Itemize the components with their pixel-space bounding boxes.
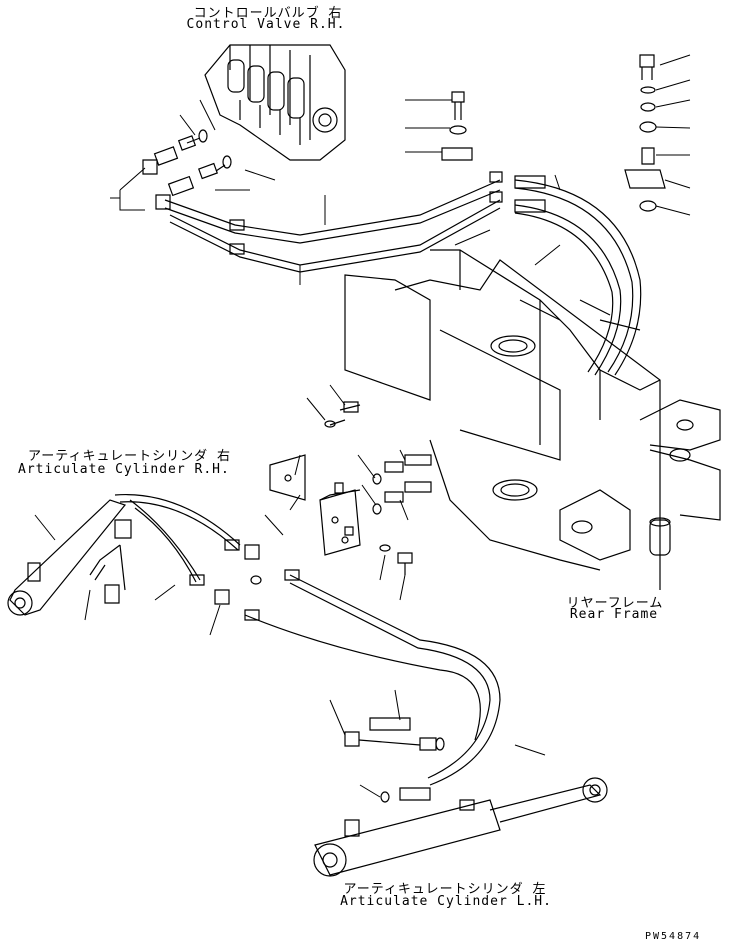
articulate-cylinder-rh — [8, 500, 131, 615]
cylinder-lh-label-jp: アーティキュレートシリンダ 左 — [343, 882, 547, 897]
hose-lh — [245, 570, 500, 785]
centre-fittings — [373, 455, 431, 575]
bolt-stack-right — [625, 55, 665, 211]
cylinder-rh-label-jp: アーティキュレートシリンダ 右 — [28, 449, 232, 464]
control-valve-label-jp: コントロールバルブ 右 — [193, 6, 343, 21]
articulate-cylinder-lh — [314, 778, 607, 876]
rear-frame-label-en: Rear Frame — [569, 607, 659, 622]
cylinder-lh-label-en: Articulate Cylinder L.H. — [340, 894, 552, 909]
lower-fittings — [345, 718, 444, 802]
leader-lines — [35, 55, 690, 797]
valve-fittings — [143, 130, 231, 209]
drawing-code: PW54874 — [645, 931, 702, 942]
control-valve-label-en: Control Valve R.H. — [186, 17, 346, 32]
control-valve — [205, 45, 345, 160]
hoses-right — [515, 176, 641, 375]
clamp-bolt-stack — [442, 92, 472, 160]
manifold-block — [270, 402, 360, 555]
rear-frame — [345, 250, 720, 590]
cylinder-rh-label-en: Articulate Cylinder R.H. — [18, 462, 230, 477]
rear-frame-label-jp: リヤーフレーム — [566, 596, 664, 611]
hoses-rh-cylinder — [115, 495, 261, 604]
steel-pipes-upper — [165, 172, 502, 272]
